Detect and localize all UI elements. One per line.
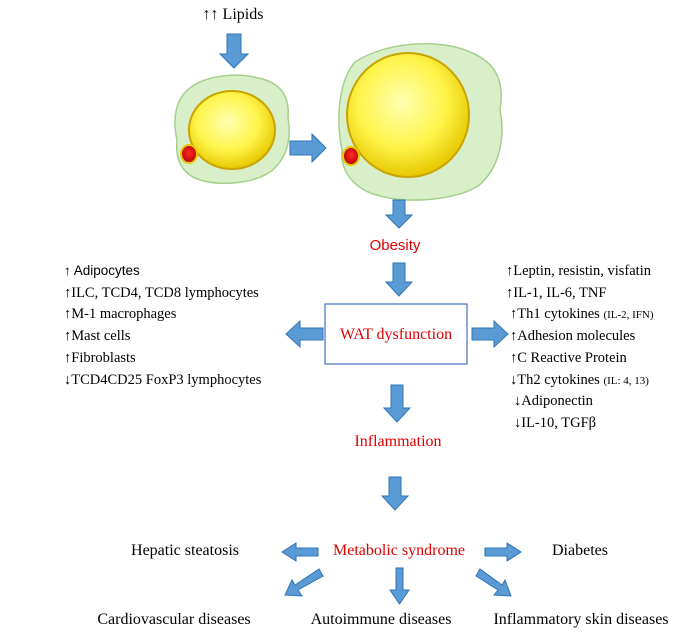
- cardiovascular-label: Cardiovascular diseases: [97, 611, 250, 628]
- list-item: ↑C Reactive Protein: [510, 350, 628, 366]
- list-item: ↑ Adipocytes: [64, 263, 140, 278]
- list-item-main: ↑Th1 cytokines: [510, 306, 603, 322]
- arrow-diag-skin: [475, 568, 512, 597]
- list-item: ↑Fibroblasts: [64, 350, 136, 366]
- right-mediator-list: ↑Leptin, resistin, visfatin ↑IL-1, IL-6,…: [506, 263, 654, 431]
- list-item: ↓TCD4CD25 FoxP3 lymphocytes: [64, 372, 262, 388]
- large-adipocyte: [338, 42, 503, 201]
- inflammatory-skin-label: Inflammatory skin diseases: [493, 611, 668, 628]
- arrow-left-hepatic: [281, 542, 319, 562]
- arrow-down-lipids: [218, 33, 250, 69]
- inflammation-label: Inflammation: [354, 433, 441, 450]
- arrow-right-mediators: [471, 319, 509, 349]
- arrow-right-diabetes: [484, 542, 522, 562]
- list-item-detail: (IL-2, IFN): [603, 309, 653, 321]
- arrow-down-autoimmune: [389, 567, 410, 605]
- hepatic-steatosis-label: Hepatic steatosis: [131, 542, 239, 559]
- arrow-diag-cardio: [284, 568, 324, 597]
- list-item: ↑Th1 cytokines (IL-2, IFN): [510, 306, 654, 322]
- list-item: ↑Adhesion molecules: [510, 328, 636, 344]
- list-item: ↓Adiponectin: [514, 393, 594, 409]
- list-item: ↑Mast cells: [64, 328, 131, 344]
- list-item-detail: (IL: 4, 13): [603, 375, 649, 387]
- autoimmune-label: Autoimmune diseases: [311, 611, 452, 628]
- list-item: ↑M-1 macrophages: [64, 306, 177, 322]
- lipids-label: ↑↑ Lipids: [203, 6, 264, 23]
- list-item: ↓Th2 cytokines (IL: 4, 13): [510, 372, 649, 388]
- arrows: [218, 33, 522, 605]
- arrow-down-obesity: [384, 199, 414, 229]
- metabolic-syndrome-label: Metabolic syndrome: [333, 542, 465, 559]
- list-item: ↑IL-1, IL-6, TNF: [506, 285, 606, 301]
- nucleus: [180, 144, 198, 164]
- left-cell-list: ↑ Adipocytes ↑ILC, TCD4, TCD8 lymphocyte…: [64, 263, 262, 388]
- wat-dysfunction-box: [324, 303, 468, 365]
- lipid-droplet: [188, 90, 276, 170]
- list-item: ↓IL-10, TGFβ: [514, 415, 596, 431]
- wat-dysfunction-label: WAT dysfunction: [340, 326, 452, 343]
- arrow-left-cells: [285, 319, 324, 349]
- arrow-right-growth: [289, 132, 327, 164]
- nucleus: [342, 146, 360, 166]
- diabetes-label: Diabetes: [552, 542, 608, 559]
- list-item-main: ↓Th2 cytokines: [510, 372, 603, 388]
- arrow-down-metabolic: [380, 476, 410, 511]
- lipid-droplet: [346, 52, 470, 178]
- obesity-label: Obesity: [370, 237, 421, 254]
- arrow-down-inflammation: [382, 384, 412, 423]
- small-adipocyte: [174, 74, 290, 185]
- arrow-down-wat: [384, 262, 414, 297]
- list-item: ↑Leptin, resistin, visfatin: [506, 263, 652, 279]
- list-item: ↑ILC, TCD4, TCD8 lymphocytes: [64, 285, 259, 301]
